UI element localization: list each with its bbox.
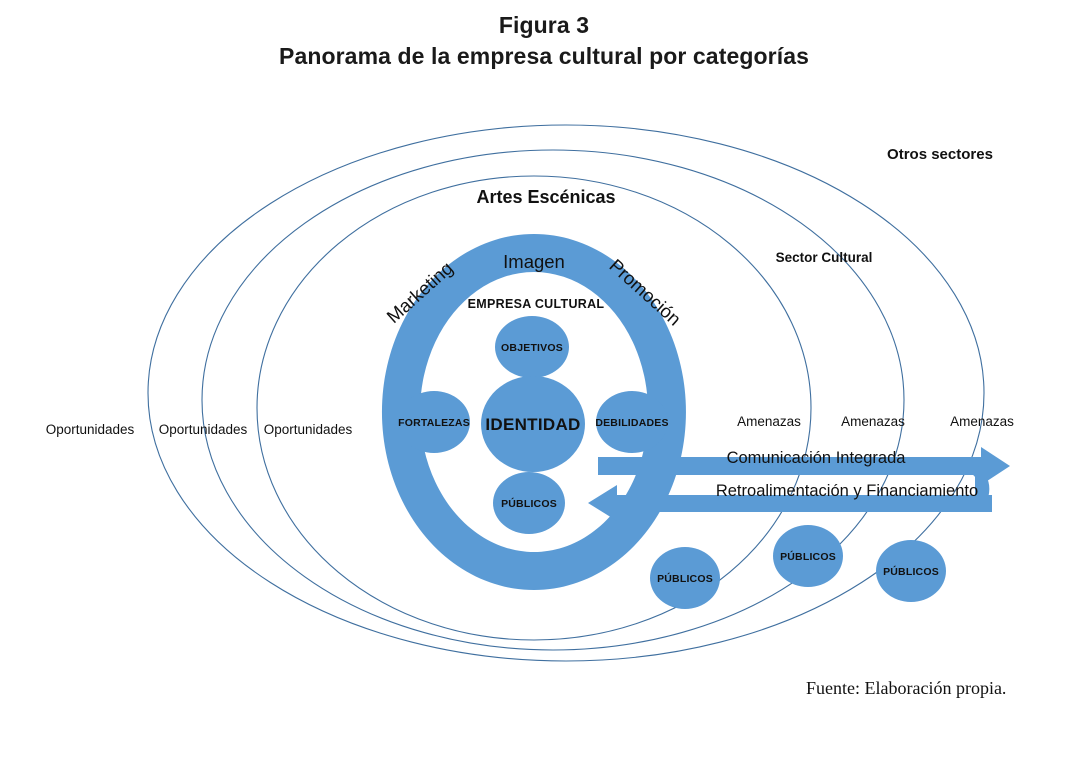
core-node-debilidades-label: DEBILIDADES	[595, 417, 668, 429]
external-node-publicos-2-circle	[773, 525, 843, 587]
flow-arrow-group	[588, 447, 1010, 521]
core-node-fortalezas-label: FORTALEZAS	[398, 417, 470, 429]
source-caption: Fuente: Elaboración propia.	[806, 678, 1007, 698]
core-node-fortalezas-circle	[398, 391, 470, 453]
env-label-amenazas-2: Amenazas	[841, 414, 905, 429]
external-node-publicos-3-label: PÚBLICOS	[883, 565, 939, 578]
flow-arrow-outbound-shape	[598, 447, 1010, 485]
external-node-publicos-3-circle	[876, 540, 946, 602]
external-node-publicos-1-label: PÚBLICOS	[657, 572, 713, 585]
external-node-publicos-1-circle	[650, 547, 720, 609]
middle-ellipse-sector-cultural	[201, 149, 905, 651]
env-label-oportunidades-3: Oportunidades	[264, 422, 353, 437]
external-node-publicos-2-label: PÚBLICOS	[780, 550, 836, 563]
ring-label-imagen: Imagen	[503, 251, 565, 272]
core-node-publicos-label: PÚBLICOS	[501, 497, 557, 510]
core-node-debilidades-circle	[596, 391, 668, 453]
env-label-amenazas-3: Amenazas	[950, 414, 1014, 429]
env-label-oportunidades-2: Oportunidades	[159, 422, 248, 437]
core-node-identidad-circle	[481, 376, 585, 472]
inner-ellipse-artes-escenicas	[256, 175, 812, 641]
flow-label-outbound: Comunicación Integrada	[727, 449, 907, 467]
flow-label-inbound: Retroalimentación y Financiamiento	[716, 482, 978, 500]
env-label-oportunidades-1: Oportunidades	[46, 422, 135, 437]
core-node-identidad-label: IDENTIDAD	[485, 415, 580, 434]
layer-label-artes-escenicas: Artes Escénicas	[476, 187, 615, 207]
layer-label-sector-cultural: Sector Cultural	[776, 250, 873, 265]
layer-label-otros-sectores: Otros sectores	[887, 146, 993, 163]
core-node-objetivos-circle	[495, 316, 569, 378]
page-title: Panorama de la empresa cultural por cate…	[279, 43, 809, 69]
outer-ellipse-otros-sectores	[147, 124, 985, 662]
core-node-publicos-circle	[493, 472, 565, 534]
core-node-objetivos-label: OBJETIVOS	[501, 342, 563, 354]
figure-number: Figura 3	[498, 12, 590, 38]
flow-arrow-inbound-shape	[588, 485, 992, 521]
core-heading-empresa-cultural: EMPRESA CULTURAL	[468, 297, 605, 311]
env-label-amenazas-1: Amenazas	[737, 414, 801, 429]
figure-title-block: Figura 3 Panorama de la empresa cultural…	[0, 10, 1088, 72]
